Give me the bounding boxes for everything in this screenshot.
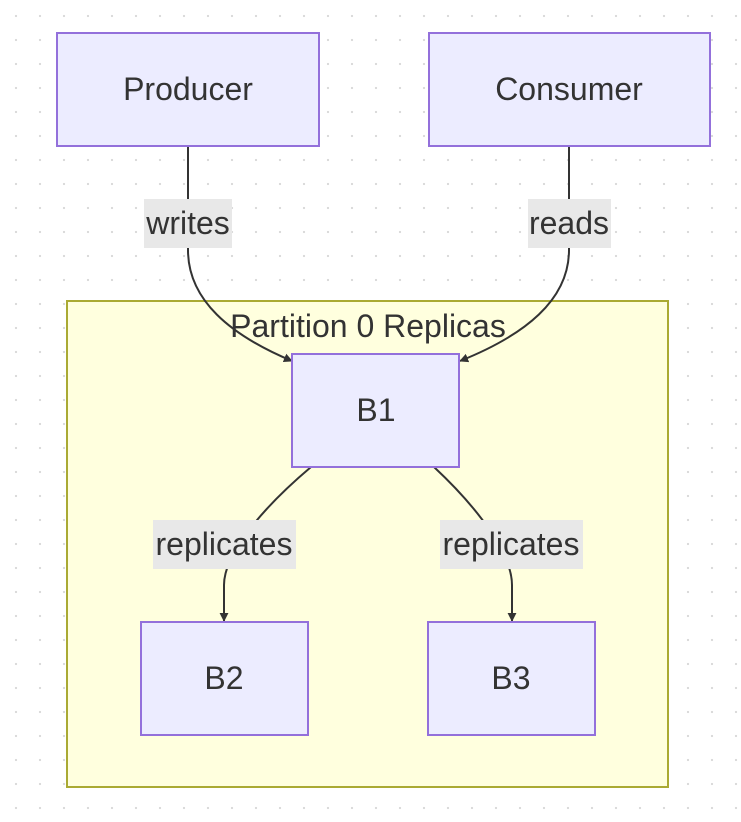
edge-label-reads-text: reads — [529, 205, 609, 241]
node-b3-label: B3 — [491, 660, 530, 696]
node-producer-label: Producer — [123, 71, 253, 107]
edge-producer-b1-line — [187, 147, 293, 363]
edge-label-reads-bg — [528, 199, 611, 248]
edge-label-replicates-b2-bg — [153, 520, 296, 569]
node-b2[interactable]: B2 — [140, 621, 309, 736]
edge-label-replicates-b2-text: replicates — [156, 526, 293, 562]
node-b1[interactable]: B1 — [291, 353, 460, 468]
edge-label-replicates-b2: replicates — [153, 520, 296, 569]
node-consumer-box — [428, 32, 711, 147]
node-consumer[interactable]: Consumer — [428, 32, 711, 147]
node-consumer-label: Consumer — [495, 71, 643, 107]
node-b3[interactable]: B3 — [427, 621, 596, 736]
node-producer[interactable]: Producer — [56, 32, 320, 147]
node-b1-box — [291, 353, 460, 468]
node-b3-box — [427, 621, 596, 736]
node-b1-label: B1 — [356, 392, 395, 428]
edge-label-writes-text: writes — [145, 205, 230, 241]
edge-label-replicates-b3: replicates — [440, 520, 583, 569]
edge-label-replicates-b3-text: replicates — [443, 526, 580, 562]
edge-label-writes: writes — [144, 199, 232, 248]
node-b2-box — [140, 621, 309, 736]
edge-producer-b1[interactable] — [187, 147, 293, 363]
node-b2-label: B2 — [204, 660, 243, 696]
edge-consumer-b1[interactable] — [459, 147, 570, 363]
node-producer-box — [56, 32, 320, 147]
edge-label-writes-bg — [144, 199, 232, 248]
cluster-label: Partition 0 Replicas — [230, 308, 506, 344]
edge-label-replicates-b3-bg — [440, 520, 583, 569]
edge-consumer-b1-line — [459, 147, 570, 363]
edge-label-reads: reads — [528, 199, 611, 248]
